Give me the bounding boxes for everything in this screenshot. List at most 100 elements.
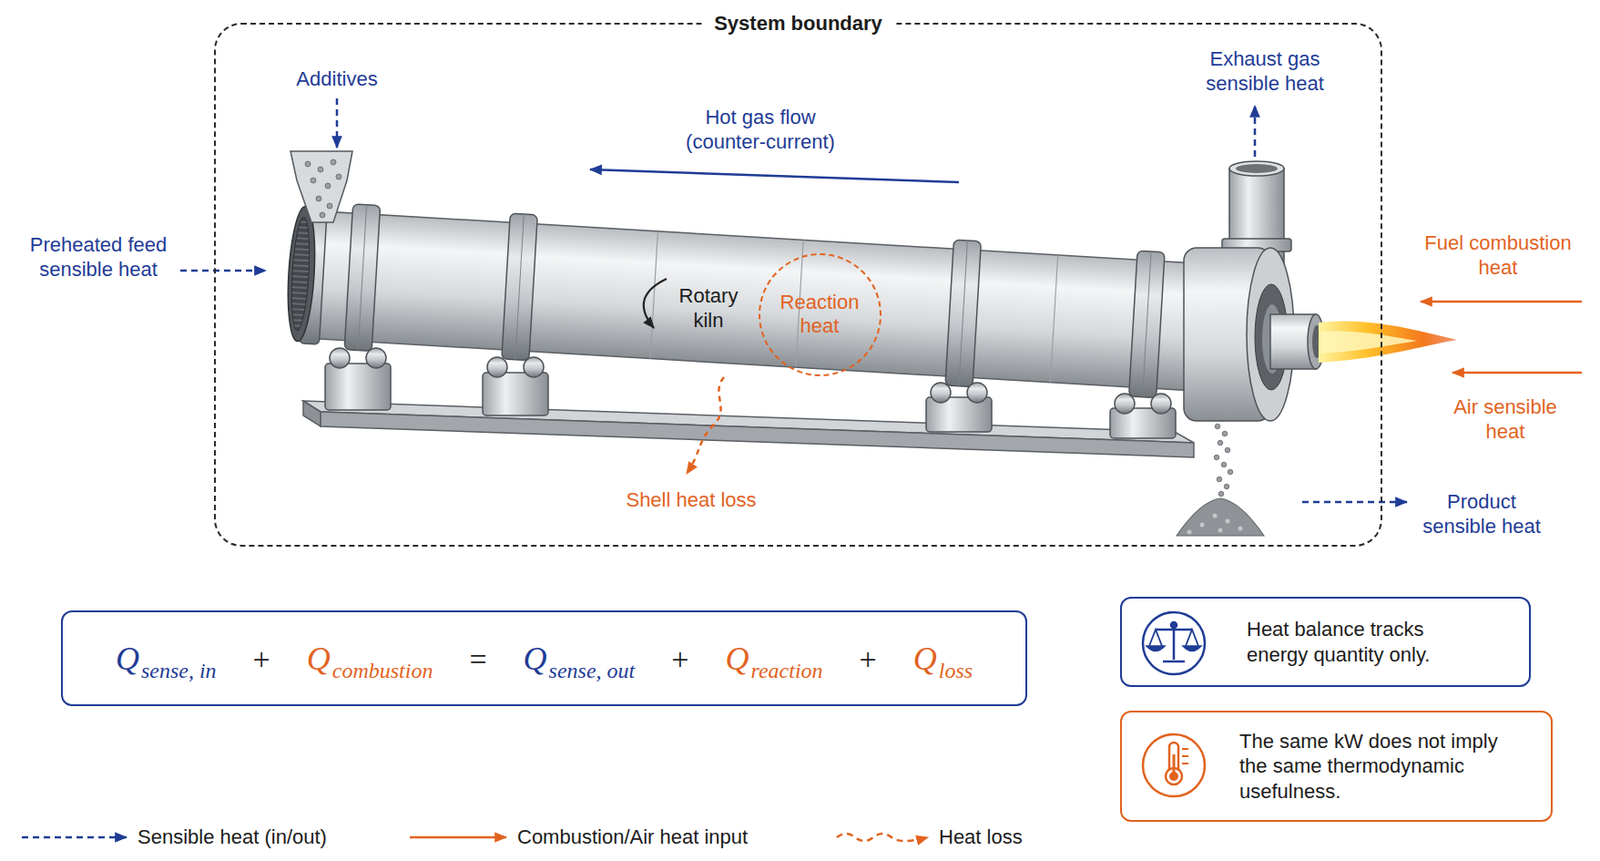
- support-block: [482, 372, 549, 416]
- scale-icon: [1142, 611, 1205, 674]
- product-stream: [1221, 461, 1227, 468]
- product-pile: [1225, 519, 1231, 524]
- feed-hopper: [305, 161, 311, 167]
- heat-arrow: [643, 278, 667, 328]
- feed-hopper: [315, 195, 322, 202]
- product-pile: [1176, 498, 1264, 536]
- legend-item: Sensible heat (in/out): [20, 823, 327, 851]
- thermometer-icon: [1182, 754, 1189, 757]
- equation-subscript: combustion: [332, 658, 434, 683]
- part-label: Rotary kiln: [670, 283, 748, 334]
- support-roller: [329, 347, 350, 368]
- legend-text: Heat loss: [938, 824, 1023, 850]
- kiln-base: [303, 400, 1194, 458]
- support-roller: [523, 356, 544, 378]
- equation-subscript: loss: [938, 658, 973, 683]
- feed-hopper: [305, 159, 342, 218]
- kiln-body: [501, 213, 538, 360]
- feed-hopper: [336, 173, 342, 180]
- note-text: The same kW does not imply the same ther…: [1239, 728, 1513, 805]
- equation-symbol: Q: [115, 639, 140, 678]
- loss-label: Shell heat loss: [591, 487, 792, 513]
- burner-pipe: [1270, 314, 1325, 369]
- heat-arrow: [590, 169, 959, 183]
- product-stream: [1217, 439, 1223, 446]
- equation-operator: =: [468, 642, 487, 677]
- input-label: Fuel combustion heat: [1416, 230, 1580, 281]
- feed-hopper: [325, 183, 331, 189]
- equation-symbol: Q: [913, 639, 938, 678]
- boundary-heading: System boundary: [701, 10, 896, 37]
- legend-line: [836, 833, 928, 841]
- equation-operator: +: [859, 642, 877, 677]
- product-stream: [1213, 454, 1220, 460]
- reaction-text: Reaction heat: [769, 290, 870, 339]
- reaction-circle: Reaction heat: [758, 253, 882, 377]
- support-roller: [967, 382, 988, 403]
- product-pile: [1187, 529, 1193, 535]
- kiln-body: [288, 216, 312, 331]
- thermometer-icon: [1182, 762, 1189, 765]
- kiln-body: [945, 239, 981, 387]
- note-text: Heat balance tracks energy quantity only…: [1246, 616, 1466, 667]
- heat-arrow: [1452, 371, 1582, 375]
- scale-icon: [1172, 626, 1176, 660]
- legend-line: [409, 835, 507, 839]
- thermometer-icon: [1142, 733, 1205, 796]
- support-roller: [329, 347, 1172, 414]
- scale-icon: [1171, 621, 1177, 628]
- thermometer-icon: [1182, 747, 1189, 750]
- product-pile: [1218, 528, 1223, 533]
- kiln-body: [1142, 251, 1152, 398]
- kiln-body: [297, 210, 1199, 391]
- scale-icon: [1149, 629, 1162, 646]
- legend-item: Heat loss: [835, 823, 1023, 851]
- feed-hopper: [330, 159, 337, 165]
- input-label: Preheated feed sensible heat: [14, 232, 184, 283]
- thermometer-icon: [1142, 733, 1205, 796]
- heat-arrow: [336, 98, 339, 148]
- heat-arrow: [180, 269, 266, 273]
- chimney-stack: [1235, 163, 1278, 174]
- equation-row: Qsense, in+Qcombustion=Qsense, out+Qreac…: [115, 639, 973, 678]
- scale-icon: [1185, 629, 1199, 646]
- feed-hopper: [317, 166, 324, 173]
- support-roller: [1151, 393, 1172, 414]
- output-label: Exhaust gas sensible heat: [1196, 46, 1334, 97]
- equation-box: Qsense, in+Qcombustion=Qsense, out+Qreac…: [61, 610, 1028, 706]
- scale-icon: [1142, 611, 1205, 674]
- product-pile: [1200, 522, 1205, 528]
- equation-symbol: Q: [523, 639, 548, 678]
- thermometer-icon: [1169, 771, 1179, 781]
- input-label: Air sensible heat: [1441, 394, 1570, 445]
- support-roller: [487, 356, 508, 378]
- heat-arrow: [686, 377, 724, 474]
- kiln-body: [344, 203, 380, 351]
- product-stream: [1218, 490, 1224, 497]
- product-stream: [1224, 447, 1231, 453]
- scale-icon: [1182, 645, 1202, 652]
- feed-hopper: [290, 151, 353, 223]
- product-stream: [1222, 430, 1228, 437]
- product-stream: [1227, 468, 1234, 475]
- equation-subscript: sense, in: [141, 658, 217, 683]
- legend-line: [21, 835, 127, 839]
- product-stream: [1223, 483, 1230, 490]
- heat-arrow: [1420, 300, 1582, 304]
- product-pile: [1238, 526, 1244, 531]
- chimney-stack: [1229, 161, 1285, 176]
- feed-hopper: [290, 151, 353, 223]
- equation-subscript: sense, out: [549, 658, 636, 683]
- kiln-body: [515, 214, 524, 360]
- kiln-base: [320, 411, 1194, 458]
- product-stream: [1213, 423, 1234, 497]
- equation-subscript: reaction: [750, 658, 823, 683]
- legend-text: Sensible heat (in/out): [137, 824, 327, 850]
- feed-hopper: [326, 203, 333, 209]
- kiln-body: [958, 240, 968, 387]
- legend-sample: [20, 823, 129, 851]
- burner-flame: [1318, 320, 1458, 363]
- note-box: Heat balance tracks energy quantity only…: [1120, 596, 1531, 687]
- flow-label: Hot gas flow (counter-current): [673, 104, 847, 155]
